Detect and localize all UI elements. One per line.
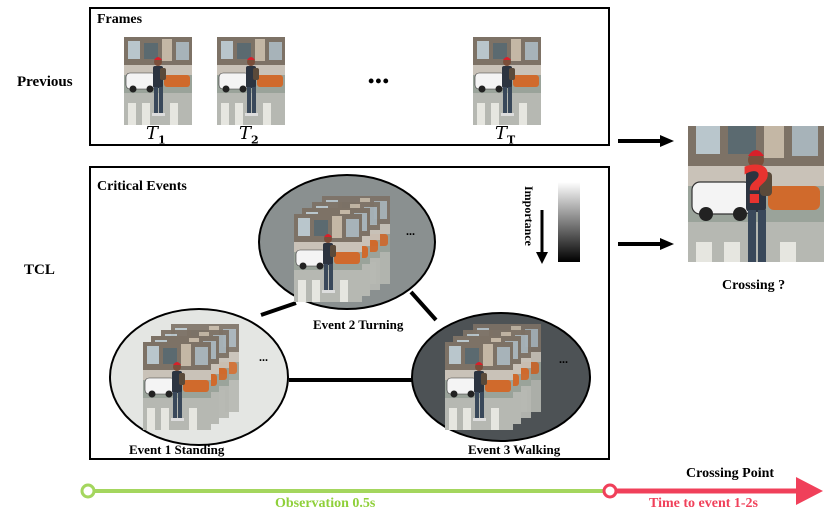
timeline [80, 477, 823, 505]
frames-panel-title: Frames [97, 12, 143, 27]
frame-image-1 [124, 37, 192, 125]
event-1-more-dots: ... [259, 350, 268, 364]
crossing-point-label: Crossing Point [686, 466, 775, 481]
event-3-frame-stack [445, 324, 541, 430]
critical-events-title: Critical Events [97, 179, 187, 194]
frame-label-T: TT [495, 123, 516, 147]
event-3-more-dots: ... [559, 352, 568, 366]
importance-arrow [536, 210, 548, 264]
frame-image-2 [217, 37, 285, 125]
row-label-previous: Previous [17, 74, 73, 90]
observation-label: Observation 0.5s [275, 496, 376, 511]
event-1-label: Event 1 Standing [129, 442, 225, 457]
frame-image-T [473, 37, 541, 125]
event-2-ellipse: ... [258, 174, 436, 310]
arrow-tcl-to-prediction [618, 238, 674, 250]
arrow-previous-to-prediction [618, 135, 674, 147]
frames-panel: Frames ••• T1 T2 TT [89, 7, 610, 147]
event-2-label: Event 2 Turning [313, 317, 404, 332]
critical-events-panel: Critical Events ... Event 2 Turning ... … [89, 166, 610, 460]
prediction-label: Crossing ? [722, 278, 786, 293]
row-label-tcl: TCL [24, 262, 55, 278]
frame-label-1: T1 [146, 123, 166, 147]
event-2-frame-stack [294, 196, 390, 302]
event-3-ellipse: ... [411, 312, 591, 442]
question-mark-icon: ? [741, 156, 772, 216]
event-1-ellipse: ... [109, 308, 289, 446]
event-1-frame-stack [143, 324, 239, 430]
event-connectors [260, 290, 438, 382]
frame-label-2: T2 [239, 123, 259, 147]
time-to-event-label: Time to event 1-2s [649, 496, 758, 511]
importance-legend: Importance [519, 186, 539, 264]
event-2-more-dots: ... [406, 224, 415, 238]
frames-ellipsis: ••• [368, 71, 390, 91]
importance-label: Importance [522, 186, 536, 246]
event-3-label: Event 3 Walking [468, 442, 561, 457]
importance-gradient-bar [558, 182, 580, 262]
